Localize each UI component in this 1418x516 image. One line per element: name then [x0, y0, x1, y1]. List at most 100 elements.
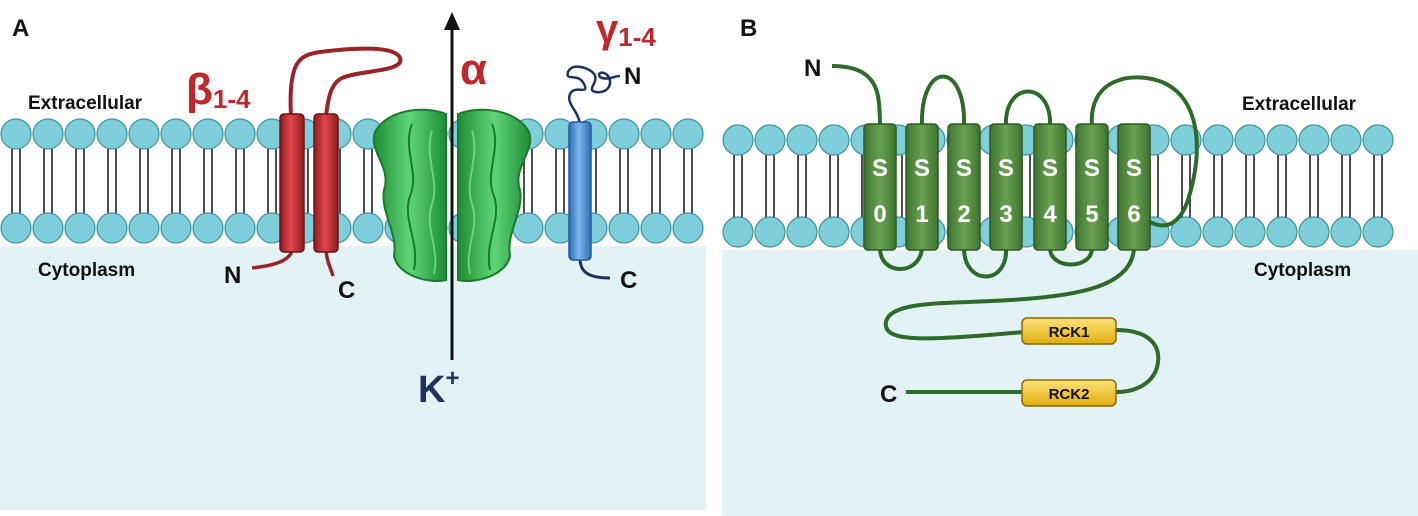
- gamma-subscript: 1-4: [618, 22, 656, 52]
- segment-s1-number: 1: [915, 201, 928, 228]
- panel-a: A Extracellular Cytoplasm β1-4 α γ1-4 N …: [0, 7, 706, 510]
- potassium-ion-label: K+: [418, 365, 459, 411]
- beta-tm-helix-1: [279, 113, 305, 253]
- segment-loop: [962, 247, 1009, 279]
- lipid-head: [1266, 124, 1298, 156]
- c-terminus-label: C: [880, 381, 897, 408]
- segment-s2-letter: S: [956, 155, 972, 182]
- potassium-symbol: K: [418, 369, 446, 411]
- panel-a-cytoplasm-bg: [0, 246, 706, 510]
- lipid-head: [818, 216, 850, 248]
- lipid-head: [786, 124, 818, 156]
- lipid-head: [672, 212, 704, 244]
- segment-s6-letter: S: [1126, 155, 1142, 182]
- gamma-label: γ1-4: [596, 7, 656, 52]
- segment-s0-number: 0: [873, 201, 886, 228]
- segment-s0-letter: S: [872, 155, 888, 182]
- alpha-channel-right-ridge: [487, 123, 498, 271]
- arrow-head-icon: [444, 12, 460, 30]
- segment-loop: [878, 247, 924, 271]
- beta-subunit: [251, 46, 403, 277]
- beta-label: β1-4: [186, 65, 251, 114]
- gamma-tm-helix: [568, 121, 592, 261]
- lipid-head: [32, 212, 64, 244]
- beta-symbol: β: [186, 65, 213, 114]
- segment-loop: [1003, 89, 1053, 127]
- gamma-symbol: γ: [596, 7, 619, 51]
- rck1-domain: [1021, 317, 1117, 345]
- lipid-head: [754, 124, 786, 156]
- lipid-head: [1170, 216, 1202, 248]
- segment-s0: [863, 123, 897, 251]
- lipid-head: [1298, 216, 1330, 248]
- alpha-channel-right-inner: [467, 129, 476, 275]
- lipid-head: [1298, 124, 1330, 156]
- rck2-label: RCK2: [1049, 386, 1090, 403]
- segment-s5: [1075, 123, 1109, 251]
- beta-n-terminus-label: N: [224, 262, 241, 289]
- lipid-head: [754, 216, 786, 248]
- lipid-head: [1266, 216, 1298, 248]
- panel-b-cytoplasm-label: Cytoplasm: [1254, 260, 1351, 281]
- lipid-head: [608, 212, 640, 244]
- lipid-head: [64, 118, 96, 150]
- gamma-c-tail: [578, 257, 611, 280]
- segment-s6: [1117, 123, 1151, 251]
- lipid-head: [1362, 216, 1394, 248]
- lipid-head: [0, 118, 32, 150]
- lipid-head: [160, 212, 192, 244]
- beta-c-tail: [324, 249, 335, 277]
- lipid-head: [0, 212, 32, 244]
- beta-subscript: 1-4: [213, 84, 251, 114]
- gamma-n-tangle: [566, 65, 621, 125]
- segment-s4-letter: S: [1042, 155, 1058, 182]
- segment-loop: [1048, 247, 1094, 267]
- alpha-label: α: [460, 45, 487, 94]
- segment-s3-number: 3: [999, 201, 1012, 228]
- inter-segment-loops: [878, 74, 1199, 279]
- rck1-rck2-linker: [1115, 328, 1161, 394]
- lipid-head: [32, 118, 64, 150]
- lipid-head: [1202, 124, 1234, 156]
- lipid-head: [64, 212, 96, 244]
- segment-s6-number: 6: [1127, 201, 1140, 228]
- lipid-head: [224, 118, 256, 150]
- alpha-channel-left-inner: [428, 129, 437, 275]
- lipid-head: [1330, 124, 1362, 156]
- lipid-head: [352, 212, 384, 244]
- n-terminus-label: N: [804, 55, 821, 82]
- segment-s4: [1033, 123, 1067, 251]
- rck1-label: RCK1: [1049, 324, 1090, 341]
- potassium-charge: +: [445, 365, 459, 392]
- ion-flux-arrow: [444, 12, 460, 360]
- segment-s3: [989, 123, 1023, 251]
- segment-s1: [905, 123, 939, 251]
- gamma-subunit: [566, 65, 621, 280]
- lipid-head: [1330, 216, 1362, 248]
- segment-s5-letter: S: [1084, 155, 1100, 182]
- beta-extracellular-loop: [288, 46, 403, 117]
- lipid-head: [128, 212, 160, 244]
- lipid-head: [160, 118, 192, 150]
- lipid-head: [1170, 124, 1202, 156]
- lipid-head: [786, 216, 818, 248]
- alpha-channel-left-ridge: [406, 123, 417, 271]
- lipid-head: [128, 118, 160, 150]
- segment-loop: [919, 74, 967, 127]
- lipid-head: [192, 212, 224, 244]
- n-terminal-tail: [831, 64, 882, 127]
- segment-s2-number: 2: [957, 201, 970, 228]
- alpha-channel: [372, 108, 532, 282]
- beta-tm-helix-2: [313, 113, 339, 253]
- segment-s2: [947, 123, 981, 251]
- panel-a-extracellular-label: Extracellular: [28, 93, 143, 114]
- lipid-head: [722, 124, 754, 156]
- lipid-head: [640, 212, 672, 244]
- s6-to-rck-linker: [883, 247, 1136, 341]
- lipid-head: [96, 212, 128, 244]
- lipid-head: [96, 118, 128, 150]
- lipid-head: [818, 124, 850, 156]
